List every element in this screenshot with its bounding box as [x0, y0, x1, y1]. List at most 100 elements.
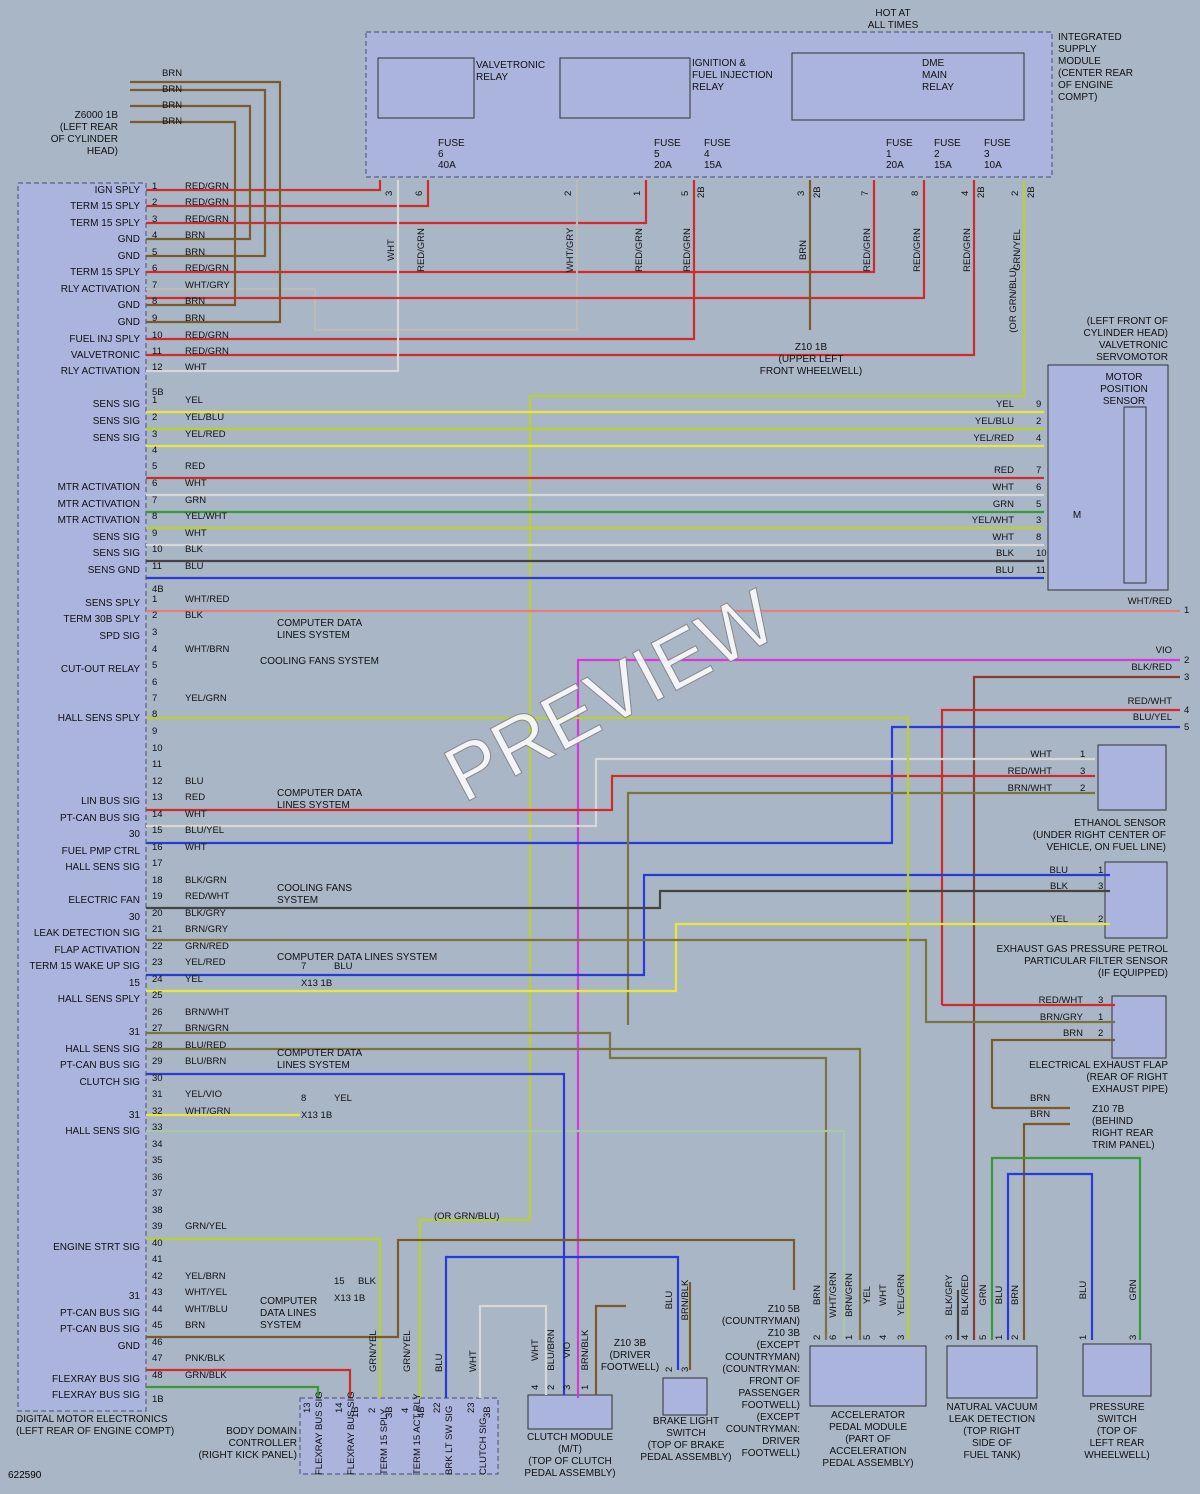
ground-z10-7b: RIGHT REAR [1092, 1128, 1154, 1139]
dme-wire-label: WHT/RED [185, 594, 229, 605]
vacuum-label: LEAK DETECTION [949, 1414, 1035, 1425]
bdc-wire-label: GRN/YEL [402, 1330, 413, 1372]
dme-wire-label: WHT/YEL [185, 1287, 227, 1298]
bdc-signal: TERM 15 SPLY [379, 1408, 390, 1475]
dme-pin: 19 [152, 891, 163, 902]
wire [146, 180, 648, 225]
dme-pin: 21 [152, 924, 163, 935]
vacuum-pin: 2 [1010, 1335, 1021, 1340]
ground-wire-label: BRN [162, 84, 182, 95]
pressure-switch [1082, 1343, 1152, 1397]
connector-pin: 6 [414, 191, 425, 196]
fuse-label: FUSE [934, 138, 961, 149]
wire [146, 938, 1115, 1024]
wire [146, 1072, 566, 1395]
fuse-label: 3 [984, 149, 990, 160]
dme-pin: 3 [152, 627, 157, 638]
dme-wire-label: BLU/YEL [185, 825, 224, 836]
dme-pin: 20 [152, 908, 163, 919]
servomotor-label: CYLINDER HEAD) [1084, 328, 1168, 339]
ground-z10-1b: (UPPER LEFT [778, 354, 843, 365]
brake-pin: 3 [680, 1367, 691, 1372]
dme-pin: 2 [152, 412, 157, 423]
wire [990, 1038, 1115, 1108]
vacuum-wire-label: BLU [994, 1286, 1005, 1305]
ground-z10-5b: (COUNTRYMAN: [722, 1364, 800, 1375]
dme-wire-label: RED/GRN [185, 214, 229, 225]
dme-label: DIGITAL MOTOR ELECTRONICS [16, 1414, 168, 1425]
dme-pin: 39 [152, 1221, 163, 1232]
bdc-label: (RIGHT KICK PANEL) [198, 1450, 297, 1461]
clutch-wire-label: WHT [530, 1339, 541, 1361]
brake-pin: 2 [664, 1367, 675, 1372]
flap-pin: 1 [1098, 1012, 1103, 1023]
wire-color-label: GRN/YEL [1012, 229, 1023, 271]
bdc-pin: 4 [400, 1408, 411, 1413]
valvetronic-servomotor [1047, 364, 1169, 591]
pressure-label: PRESSURE [1089, 1402, 1144, 1413]
wire-color-label: WHT/GRY [565, 227, 576, 272]
dme-pin: 2 [152, 610, 157, 621]
dme-relay-label: DME [922, 58, 945, 69]
exhaust-flap-label: ELECTRICAL EXHAUST FLAP [1029, 1060, 1168, 1071]
wire [146, 774, 1095, 812]
dme-pin: 6 [152, 263, 157, 274]
dme-pin: 46 [152, 1337, 163, 1348]
dme-signal-label: PT-CAN BUS SIG [60, 813, 140, 824]
ethanol-pin: 2 [1080, 783, 1085, 794]
dme-wire-label: YEL/WHT [185, 511, 227, 522]
dme-pin: 42 [152, 1271, 163, 1282]
vacuum-wire-label: BRN [1010, 1285, 1021, 1305]
ethanol-label: VEHICLE, ON FUEL LINE) [1046, 842, 1166, 853]
pressure-label: WHEELWELL) [1084, 1450, 1149, 1461]
dme-pin: 2 [152, 197, 157, 208]
dme-signal-label: SPD SIG [99, 631, 140, 642]
wire [1006, 1172, 1094, 1340]
x13-pin: 7 [301, 961, 306, 972]
edge-pin: 2 [1184, 655, 1189, 666]
dme-signal-label: VALVETRONIC [71, 350, 140, 361]
ground-z10-3b: FOOTWELL) [601, 1362, 659, 1373]
wire [130, 80, 282, 324]
ground-z10-5b: COUNTRYMAN: [726, 1424, 800, 1435]
servomotor-wire-label: BLU [996, 565, 1015, 576]
wire-color-label: RED/GRN [634, 228, 645, 272]
valvetronic-relay [377, 57, 475, 119]
fuse-label: 6 [438, 149, 444, 160]
dme-pin: 10 [152, 743, 163, 754]
exhaust-sensor-label: (IF EQUIPPED) [1098, 968, 1168, 979]
ground-z10-1b: Z10 1B [795, 342, 828, 353]
dme-signal-label: ELECTRIC FAN [68, 895, 140, 906]
servomotor-pin: 3 [1036, 515, 1041, 526]
ground-z6000: Z6000 1B [75, 110, 119, 121]
pressure-label: SWITCH [1097, 1414, 1136, 1425]
exhaust-sensor-label: EXHAUST GAS PRESSURE PETROL [996, 944, 1168, 955]
dme-pin: 28 [152, 1040, 163, 1051]
accel-label: PEDAL ASSEMBLY) [822, 1458, 913, 1469]
dme-pin: 9 [152, 313, 157, 324]
ref-computer-data: DATA LINES [260, 1308, 317, 1319]
bdc-pin: 13 [302, 1402, 313, 1413]
ground-z6000: OF CYLINDER [51, 134, 118, 145]
dme-signal-label: SENS GND [88, 565, 140, 576]
wire [1022, 1122, 1070, 1340]
body-domain-controller [299, 1397, 499, 1475]
clutch-pin: 1 [580, 1385, 591, 1390]
dme-pin: 13 [152, 792, 163, 803]
servomotor-label: VALVETRONIC [1099, 340, 1168, 351]
dme-pin: 4 [152, 644, 157, 655]
ground-z10-5b: Z10 3B [768, 1328, 801, 1339]
fuse-label: FUSE [654, 138, 681, 149]
ref-computer-data: LINES SYSTEM [277, 1060, 350, 1071]
dme-signal-label: FLAP ACTIVATION [54, 945, 140, 956]
dme-signal-label: RLY ACTIVATION [61, 366, 140, 377]
ground-z10-5b: (EXCEPT [757, 1340, 800, 1351]
bdc-wire-label: GRN/YEL [368, 1330, 379, 1372]
dme-wire-label: BRN [185, 230, 205, 241]
connector-pin: 5 [680, 191, 691, 196]
dme-pin: 24 [152, 974, 163, 985]
exhaust-pin: 3 [1098, 881, 1103, 892]
dme-signal-label: GND [118, 1341, 140, 1352]
pressure-wire-label: GRN [1128, 1279, 1139, 1300]
